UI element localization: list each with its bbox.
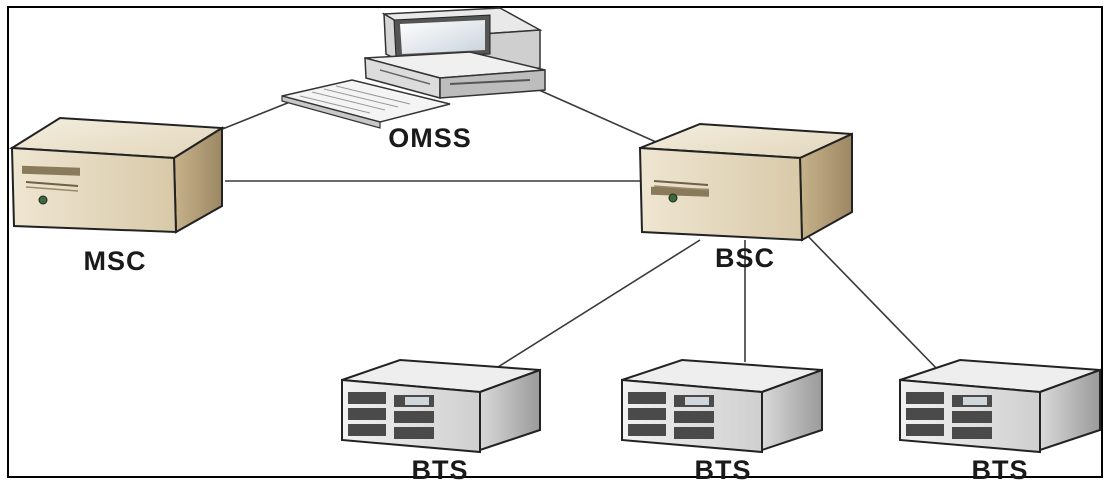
node-label-bts-1: BTS: [412, 455, 469, 484]
omss-node: OMSS: [281, 7, 546, 153]
server-tower-icon: [8, 116, 226, 234]
edge-bsc-bts1: [489, 239, 701, 373]
edge-bsc-bts3: [799, 227, 941, 373]
server-tower-icon: [638, 122, 853, 242]
base-station-rack-icon: [621, 358, 823, 454]
connections: [199, 85, 941, 373]
bts-node-2: BTS: [621, 358, 823, 484]
base-station-rack-icon: [341, 358, 541, 454]
node-label-bts-3: BTS: [972, 455, 1029, 484]
bsc-node: BSC: [638, 122, 853, 273]
bts-node-3: BTS: [899, 358, 1101, 484]
msc-node: MSC: [8, 116, 226, 276]
diagram-frame: [7, 6, 1103, 478]
bts-node-1: BTS: [341, 358, 541, 484]
edge-omss-bsc: [529, 85, 666, 147]
base-station-rack-icon: [899, 358, 1101, 454]
computer-workstation-icon: [281, 7, 546, 129]
node-label-msc: MSC: [84, 246, 147, 276]
node-label-omss: OMSS: [388, 123, 472, 153]
node-label-bsc: BSC: [715, 243, 775, 273]
node-label-bts-2: BTS: [695, 455, 752, 484]
